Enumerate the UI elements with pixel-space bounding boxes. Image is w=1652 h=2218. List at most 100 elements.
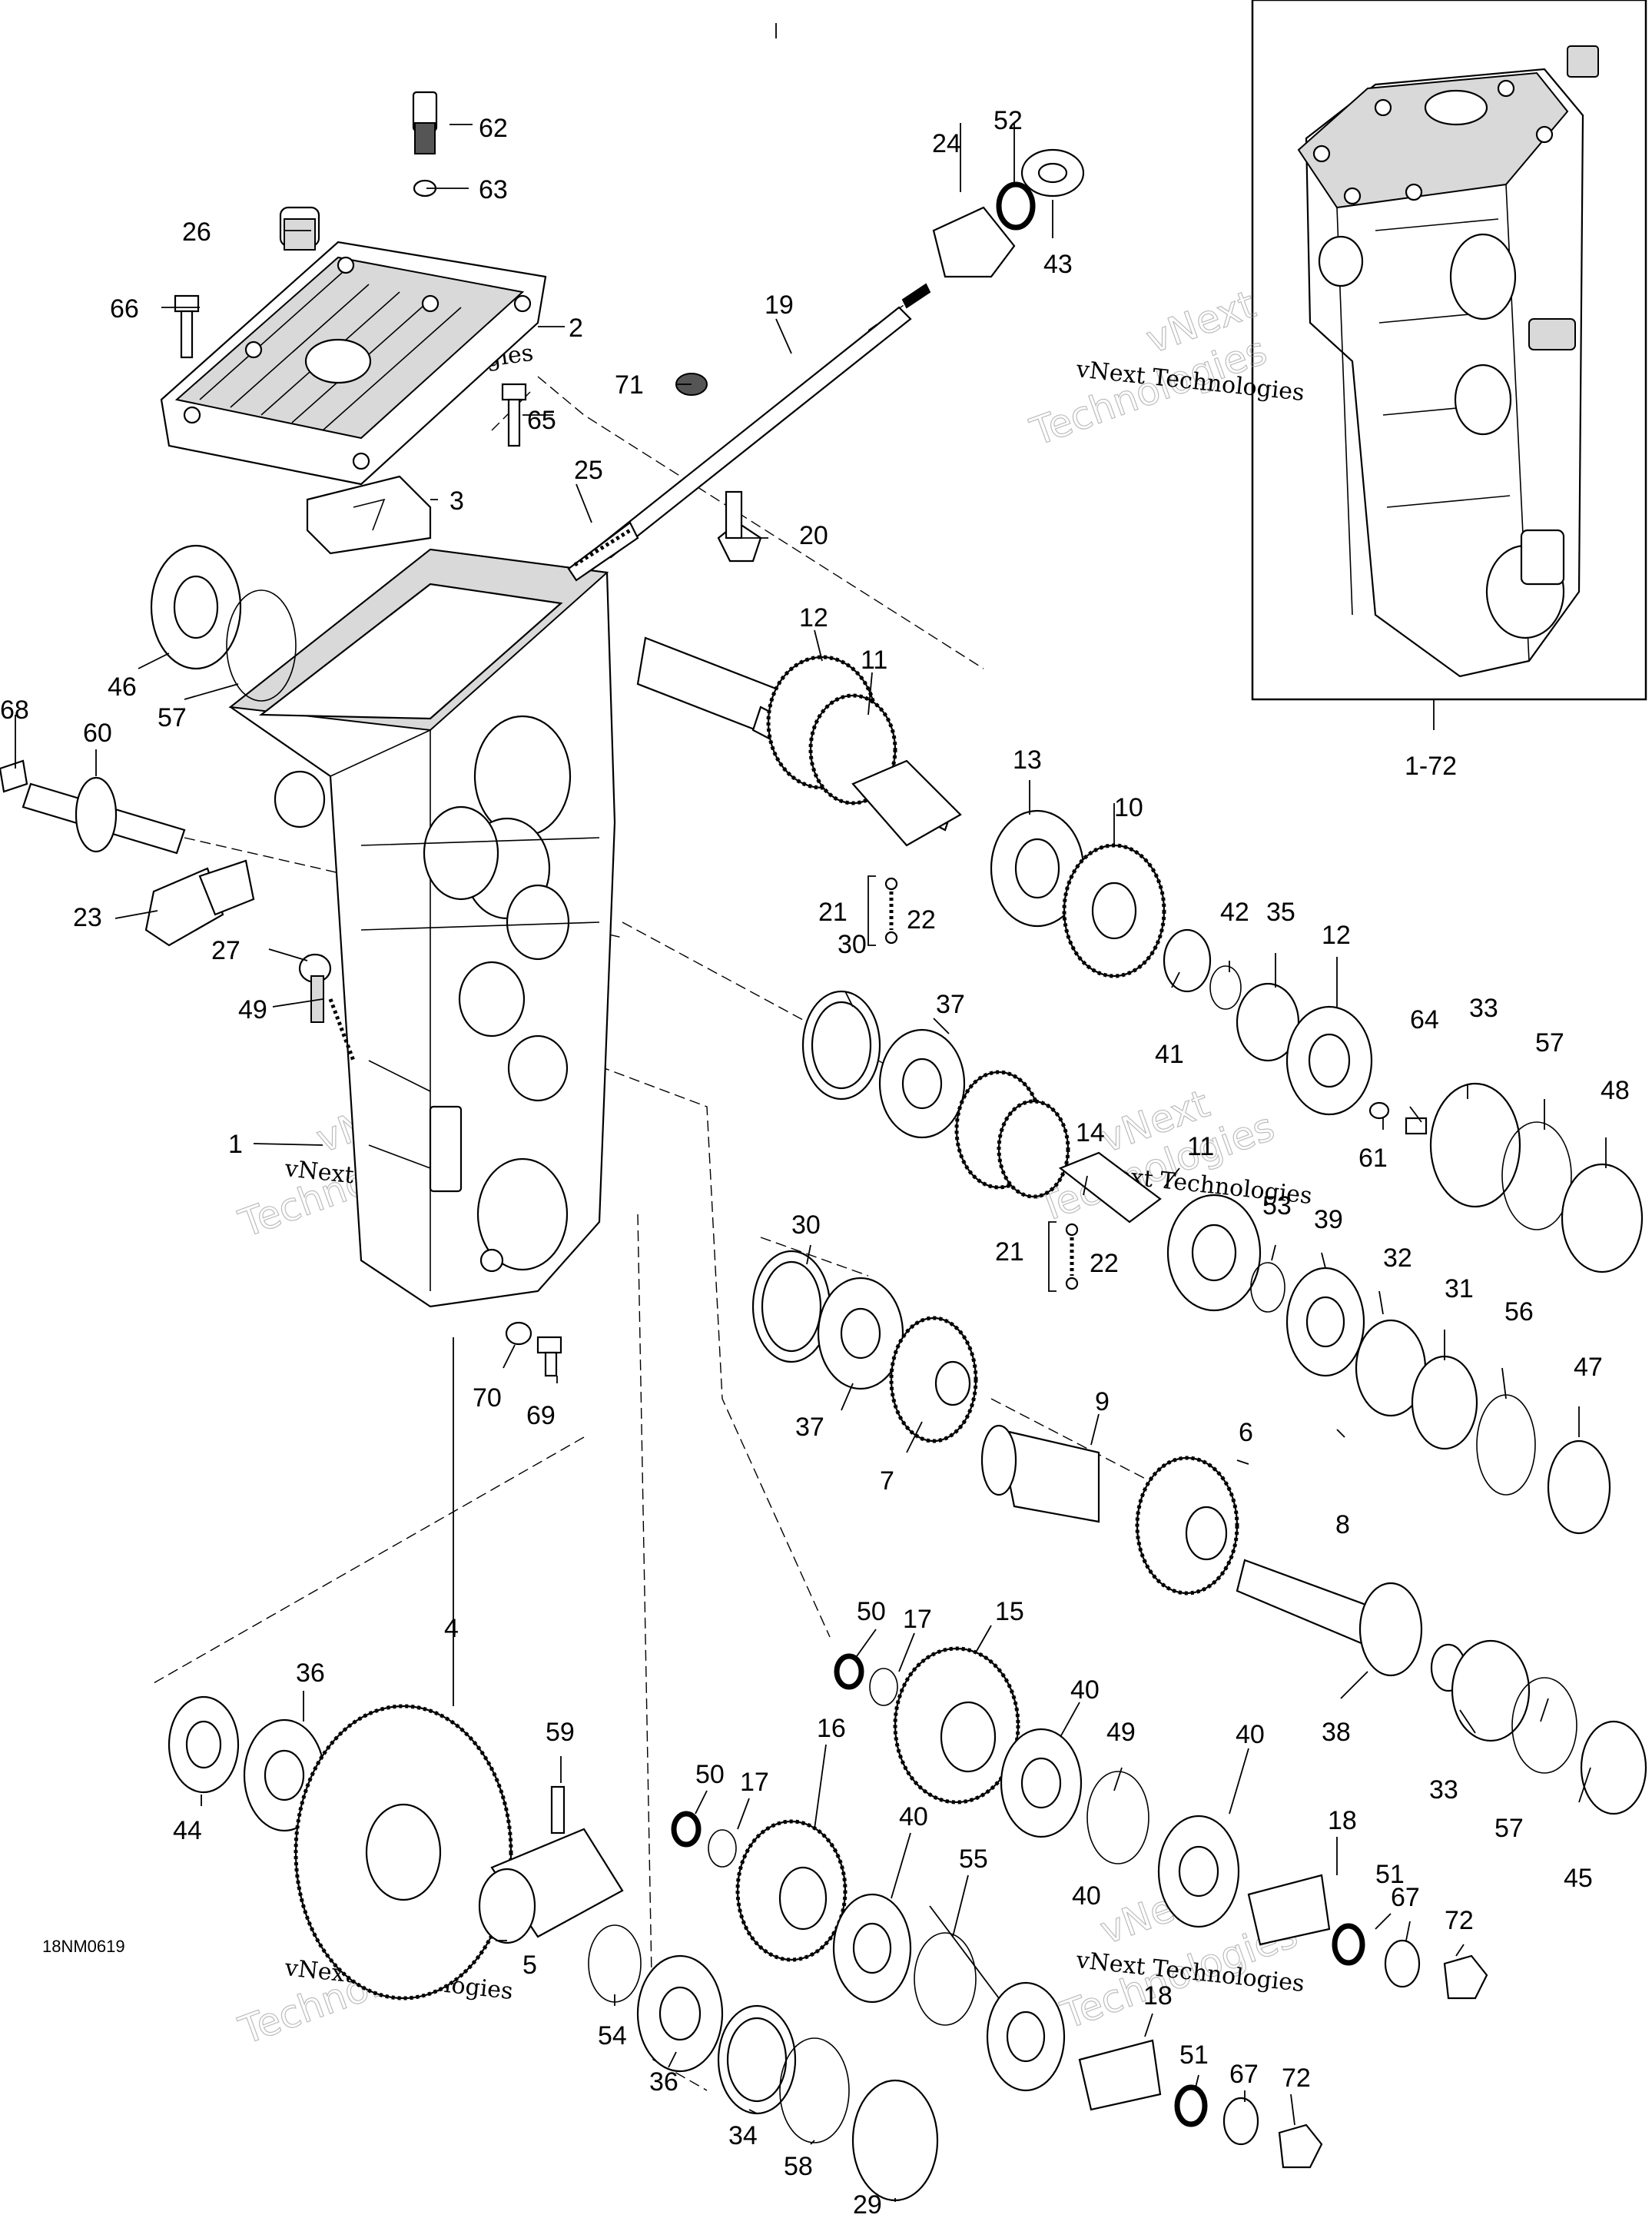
callout-7: 7 [880, 1466, 894, 1496]
callout-61: 61 [1358, 1144, 1388, 1173]
callout-16: 16 [817, 1714, 846, 1743]
callout-67: 67 [1229, 2060, 1259, 2089]
callout-19: 19 [765, 291, 794, 320]
callout-40: 40 [1070, 1675, 1100, 1705]
figure-code: 18NM0619 [42, 1937, 125, 1956]
callout-41: 41 [1155, 1040, 1184, 1069]
callout-59: 59 [546, 1718, 575, 1747]
housing-drain-bolt [505, 1321, 562, 1377]
callout-12: 12 [1322, 921, 1351, 950]
callout-36: 36 [296, 1659, 325, 1688]
callout-30: 30 [838, 930, 867, 959]
callout-69: 69 [526, 1401, 556, 1430]
callout-42: 42 [1220, 898, 1249, 927]
cover-gasket [306, 475, 432, 555]
left-side-parts [0, 544, 356, 1061]
callout-24: 24 [932, 129, 961, 158]
callout-49: 49 [1106, 1718, 1136, 1747]
callout-65: 65 [527, 406, 556, 435]
callout-45: 45 [1564, 1864, 1593, 1893]
gearbox-housing [228, 548, 616, 1308]
callout-40: 40 [899, 1802, 928, 1831]
callout-2: 2 [569, 314, 583, 343]
callout-21: 21 [818, 898, 848, 927]
callout-33: 33 [1469, 994, 1498, 1023]
callout-5: 5 [522, 1951, 537, 1980]
callout-26: 26 [182, 217, 211, 247]
callout-71: 71 [615, 370, 644, 400]
callout-36: 36 [649, 2067, 678, 2097]
callout-57: 57 [158, 703, 187, 732]
callout-57: 57 [1535, 1028, 1564, 1058]
callout-17: 17 [903, 1605, 932, 1634]
input-shaft-assembly [636, 636, 1644, 1273]
callout-37: 37 [936, 990, 965, 1019]
callout-8: 8 [1335, 1510, 1350, 1539]
callout-44: 44 [173, 1816, 202, 1845]
callout-72: 72 [1445, 1906, 1474, 1935]
callout-32: 32 [1383, 1243, 1412, 1273]
reverse-idler-assembly [671, 1646, 1488, 2169]
callout-50: 50 [695, 1760, 725, 1789]
leader-lines [15, 23, 1607, 2202]
callout-43: 43 [1043, 250, 1073, 279]
callout-60: 60 [83, 719, 112, 748]
shift-rod-assembly [567, 283, 931, 582]
callout-52: 52 [994, 106, 1023, 135]
callout-46: 46 [108, 672, 137, 702]
callout-50: 50 [857, 1597, 886, 1626]
callout-11: 11 [861, 646, 887, 675]
callout-22: 22 [907, 905, 936, 935]
callout-18: 18 [1328, 1806, 1357, 1835]
callout-21: 21 [995, 1237, 1024, 1267]
callout-numbers: 62 63 26 66 2 65 3 52 24 43 19 71 25 20 … [0, 106, 1630, 2218]
callout-58: 58 [784, 2152, 813, 2181]
callout-12: 12 [799, 603, 828, 633]
callout-51: 51 [1179, 2040, 1209, 2070]
callout-13: 13 [1013, 745, 1042, 775]
detent-spring-lower [1048, 1221, 1079, 1292]
callout-66: 66 [110, 294, 139, 324]
callout-55: 55 [959, 1844, 988, 1874]
callout-30: 30 [791, 1210, 821, 1240]
callout-14: 14 [1076, 1118, 1105, 1147]
top-cover [160, 241, 547, 486]
callout-6: 6 [1239, 1418, 1253, 1447]
callout-68: 68 [0, 696, 29, 725]
callout-57: 57 [1494, 1814, 1524, 1843]
callout-20: 20 [799, 521, 828, 550]
callout-29: 29 [853, 2190, 882, 2218]
callout-40: 40 [1072, 1881, 1101, 1911]
callout-64: 64 [1410, 1005, 1439, 1034]
intermediate-shaft-assembly [801, 990, 1611, 1535]
callout-70: 70 [473, 1383, 502, 1413]
detent-spring-upper [867, 875, 898, 946]
plug-and-seal [932, 148, 1085, 278]
callout-25: 25 [574, 456, 603, 485]
callout-56: 56 [1504, 1297, 1534, 1326]
callout-40: 40 [1236, 1720, 1265, 1749]
callout-34: 34 [728, 2121, 758, 2150]
callout-72: 72 [1282, 2064, 1311, 2093]
callout-48: 48 [1601, 1076, 1630, 1105]
callout-1-72: 1-72 [1405, 752, 1457, 781]
callout-18: 18 [1143, 1981, 1173, 2010]
final-drive-assembly [168, 1695, 939, 2202]
callout-22: 22 [1090, 1249, 1119, 1278]
small-fasteners-top [174, 91, 708, 447]
callout-3: 3 [449, 486, 464, 516]
assembled-gearbox-inset: 1-72 [1251, 0, 1647, 781]
callout-51: 51 [1375, 1860, 1405, 1889]
callout-38: 38 [1322, 1718, 1351, 1747]
callout-63: 63 [479, 175, 508, 204]
callout-33: 33 [1429, 1775, 1458, 1805]
callout-11: 11 [1187, 1132, 1214, 1161]
callout-49: 49 [238, 995, 267, 1024]
callout-62: 62 [479, 114, 508, 143]
callout-15: 15 [995, 1597, 1024, 1626]
callout-53: 53 [1262, 1191, 1292, 1220]
callout-47: 47 [1574, 1353, 1603, 1382]
callout-37: 37 [795, 1413, 824, 1442]
callout-35: 35 [1266, 898, 1295, 927]
